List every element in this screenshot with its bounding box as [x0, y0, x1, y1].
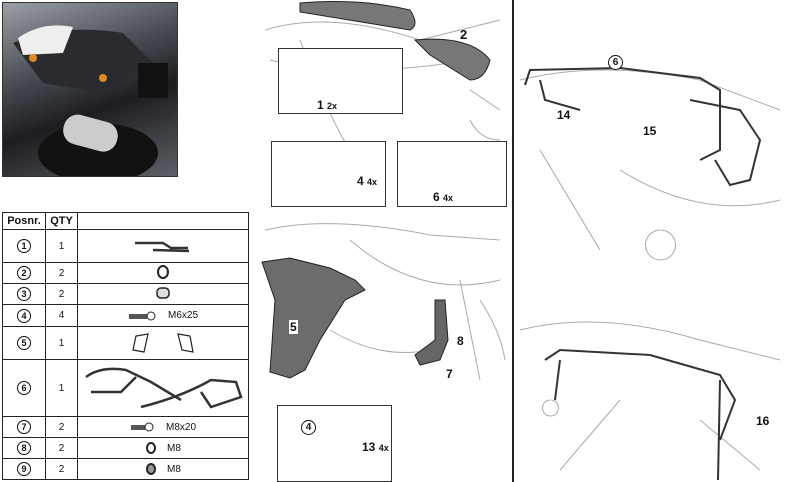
bolt-icon	[130, 422, 154, 432]
detail-inset-seat-screws	[278, 48, 403, 114]
position-number: 9	[17, 462, 31, 476]
nut-icon	[146, 463, 157, 475]
bolt-icon	[128, 311, 156, 320]
step-label-14: 14	[557, 108, 571, 122]
bracket-part-icon	[135, 241, 190, 253]
qty: 1	[45, 359, 78, 417]
step-label-7: 7	[446, 367, 453, 381]
side-frames-icon	[84, 367, 243, 408]
detail-inset-nuts	[271, 141, 386, 207]
detail-inset-connectors	[397, 141, 507, 207]
step-label-16: 16	[756, 414, 770, 428]
step-label-15: 15	[643, 124, 657, 138]
part-callout-6: 6	[608, 55, 623, 70]
qty: 2	[45, 458, 78, 480]
column-divider	[512, 0, 514, 482]
step-label-13: 13 4x	[362, 440, 389, 454]
mounting-plates-icon	[132, 332, 194, 353]
washer-icon	[157, 264, 169, 279]
position-number: 6	[17, 381, 31, 395]
part-spec: M8	[167, 463, 181, 475]
step-label-1: 1 2x	[317, 98, 338, 112]
step-label-5: 5	[289, 320, 298, 334]
position-number: 1	[17, 239, 31, 253]
qty: 1	[45, 326, 78, 360]
step-label-4: 4 4x	[357, 174, 378, 188]
step-label-2: 2	[460, 27, 468, 42]
position-number: 7	[17, 420, 31, 434]
step-label-8: 8	[457, 334, 464, 348]
position-number: 8	[17, 441, 31, 455]
position-number: 5	[17, 336, 31, 350]
spacer-icon	[156, 286, 170, 299]
part-spec: M8	[167, 442, 181, 454]
position-number: 4	[17, 308, 31, 323]
part-spec: M6x25	[167, 310, 198, 321]
position-number: 2	[17, 266, 31, 280]
motorcycle-photo-shapes	[13, 25, 168, 176]
part-callout-4: 4	[301, 420, 316, 435]
motorcycle-photo	[2, 2, 178, 177]
washer-icon	[146, 442, 157, 454]
step-label-6: 6 4x	[433, 190, 454, 204]
position-number: 3	[17, 287, 31, 301]
part-spec: M8x20	[165, 421, 196, 433]
